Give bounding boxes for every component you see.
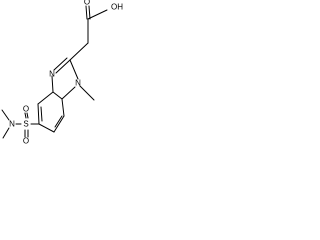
bond-n-methyl-top (1, 109, 10, 121)
chemical-structure-diagram: OH O N N N S O O (1, 0, 123, 146)
bond-c6-c7-inner (54, 115, 63, 128)
bond-c2-n3-double-a (55, 59, 71, 74)
bond-c6-c7 (53, 115, 65, 133)
atom-label-o-sulfonyl-bottom: O (23, 137, 29, 146)
bond-c-o-double-b (88, 5, 91, 20)
atom-label-s: S (23, 120, 28, 129)
bond-s-o-top-a (24, 112, 27, 119)
bond-c4-c5-double (37, 103, 40, 125)
bond-c2-n3-double-b (53, 57, 68, 71)
atom-label-n-upper: N (75, 79, 81, 88)
bond-c5-c6 (38, 123, 55, 133)
bond-n1-methyl (79, 85, 95, 101)
bond-c4-c5-inner (40, 106, 43, 122)
bond-c-oh (87, 9, 108, 20)
bond-n-methyl-bottom (2, 127, 10, 139)
atom-label-o-sulfonyl-top: O (23, 105, 29, 114)
atom-label-oh: OH (111, 3, 123, 12)
bond-c3a-c4 (37, 91, 54, 105)
bond-n1-c7a (61, 86, 76, 100)
bond-c3a-c7a (52, 91, 63, 100)
atom-label-n-lower: N (49, 70, 55, 79)
atom-label-o-carbonyl: O (84, 0, 90, 7)
bond-c7-c7a (61, 98, 65, 117)
bond-n3-c3a (51, 75, 54, 93)
bond-s-o-top-b (26, 112, 29, 119)
atom-label-n-sulfonamide: N (9, 120, 15, 129)
bond-chain-2 (69, 42, 89, 61)
bond-c-o-double-a (85, 5, 88, 20)
bond-c2-n1 (69, 59, 79, 80)
